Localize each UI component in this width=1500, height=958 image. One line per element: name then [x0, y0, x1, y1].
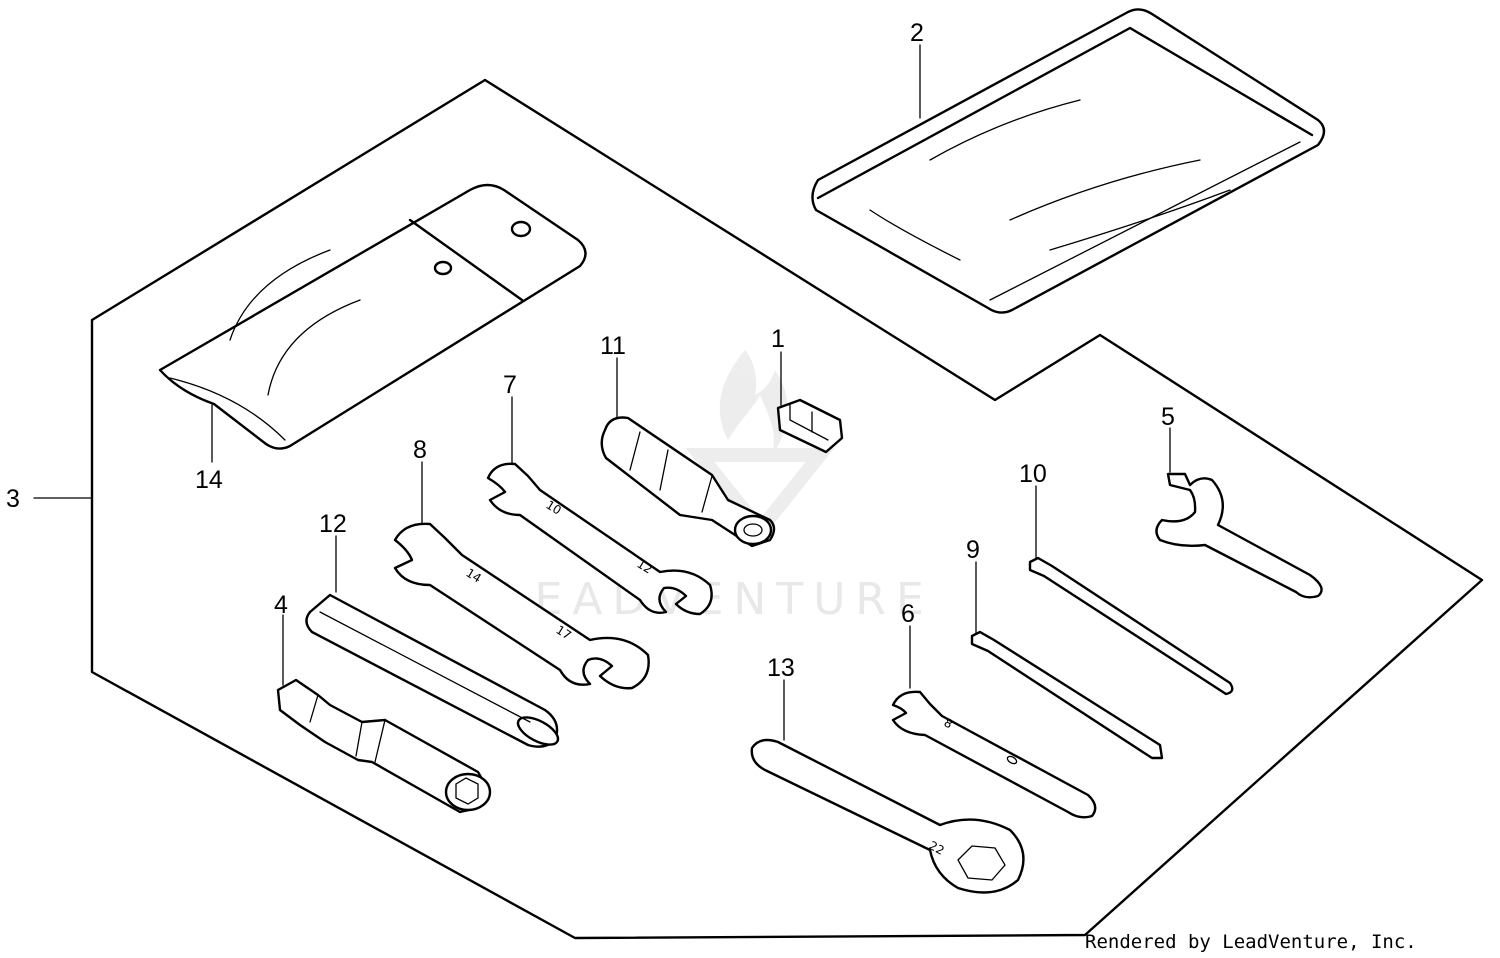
pin-spanner — [1155, 472, 1323, 599]
screwdriver-phillips — [970, 630, 1164, 760]
wrench-10-12: 10 12 — [486, 462, 713, 616]
extension-handle — [305, 593, 560, 748]
wrench-7-size-b: 12 — [634, 557, 654, 577]
spark-plug-wrench — [276, 678, 492, 814]
leader-lines — [33, 44, 1171, 741]
wrench-13-size: 22 — [927, 838, 947, 858]
kit-boundary-outline — [90, 78, 1484, 940]
wrench-22: 22 — [750, 738, 1025, 894]
callout-13: 13 — [767, 654, 795, 682]
wrench-7-size-a: 10 — [543, 498, 563, 518]
screwdriver-handle — [600, 416, 776, 548]
callout-1: 1 — [771, 325, 785, 353]
wrench-14-17: 14 17 — [393, 522, 650, 690]
callout-labels: 1 2 3 4 5 6 7 8 9 10 11 12 13 14 — [6, 19, 1175, 682]
callout-8: 8 — [413, 436, 427, 464]
callout-12: 12 — [319, 510, 347, 538]
watermark-text: LEADVENTURE — [500, 574, 934, 625]
tool-bag — [158, 183, 587, 450]
screwdriver-flat — [1028, 556, 1234, 696]
wrench-8-size-a: 14 — [463, 566, 483, 586]
render-credit: Rendered by LeadVenture, Inc. — [1085, 931, 1417, 953]
callout-5: 5 — [1161, 403, 1175, 431]
clip — [776, 398, 844, 454]
callout-2: 2 — [910, 19, 924, 47]
callout-6: 6 — [901, 600, 915, 628]
callout-9: 9 — [966, 536, 980, 564]
manual-bag — [811, 8, 1326, 314]
callout-7: 7 — [503, 371, 517, 399]
callout-11: 11 — [600, 332, 626, 360]
wrench-8: 8 — [891, 690, 1097, 819]
callout-10: 10 — [1019, 460, 1047, 488]
wrench-8-size-b: 17 — [553, 623, 573, 643]
callout-4: 4 — [274, 591, 288, 619]
callout-14: 14 — [195, 466, 223, 494]
callout-3: 3 — [6, 485, 20, 513]
